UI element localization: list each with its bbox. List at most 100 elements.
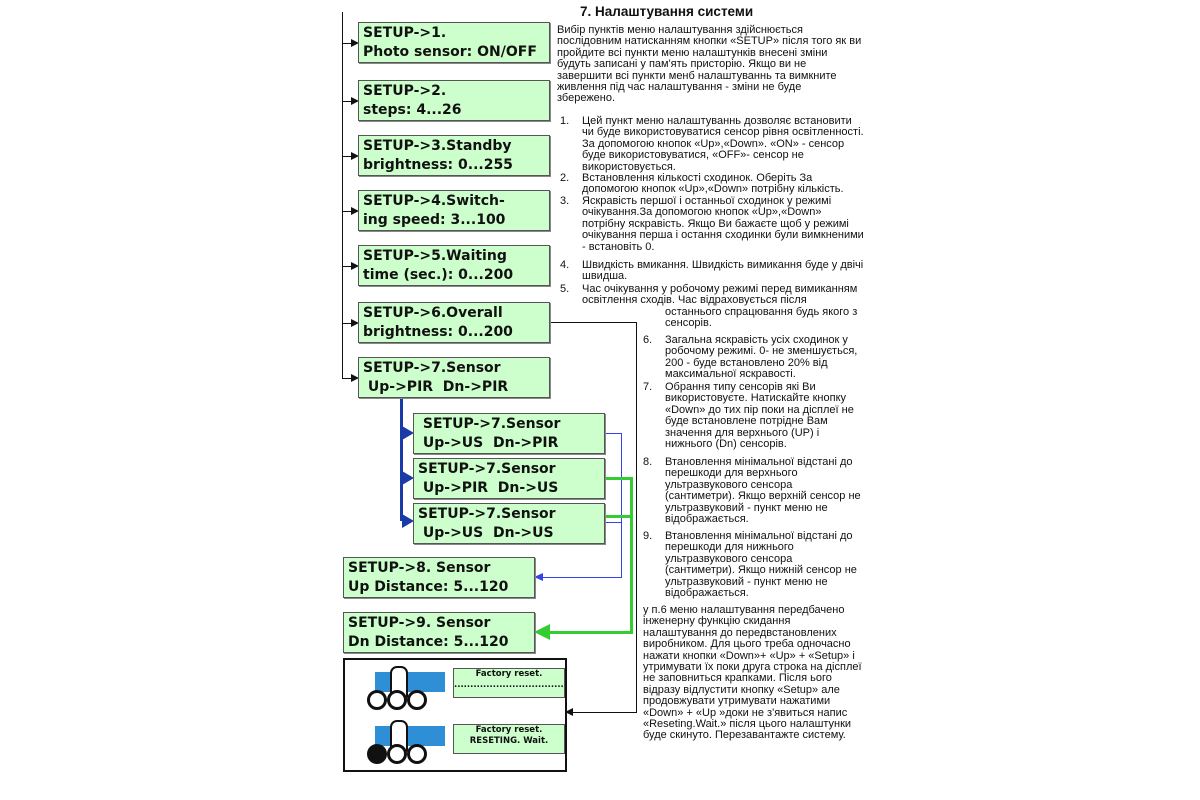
down-button-icon bbox=[407, 744, 427, 764]
arrow-icon bbox=[351, 152, 359, 160]
arrow-icon bbox=[351, 207, 359, 215]
lcd-line-1: SETUP->8. Sensor bbox=[348, 560, 491, 576]
lcd-line-1: SETUP->5.Waiting bbox=[363, 248, 507, 264]
arrow-icon bbox=[402, 426, 414, 440]
reset-screen-line-1: Factory reset. bbox=[475, 669, 543, 679]
reset-screen-line-2: ........................................ bbox=[454, 680, 564, 690]
lcd-line-2: Up->US Dn->US bbox=[418, 525, 554, 541]
sensor-branch-line bbox=[400, 398, 403, 521]
lcd-setup-7-pir-pir: SETUP->7.Sensor Up->PIR Dn->PIR bbox=[358, 357, 550, 398]
up-distance-connector bbox=[541, 577, 622, 578]
lcd-setup-9: SETUP->9. Sensor Dn Distance: 5...120 bbox=[343, 612, 535, 653]
lcd-line-1: SETUP->2. bbox=[363, 83, 447, 99]
item-number: 7. bbox=[643, 381, 653, 393]
lcd-line-1: SETUP->9. Sensor bbox=[348, 615, 491, 631]
arrow-icon bbox=[351, 39, 359, 47]
connector bbox=[342, 101, 354, 102]
lcd-line-2: Up->PIR Dn->US bbox=[418, 480, 559, 496]
arrow-icon bbox=[402, 471, 414, 485]
down-button-icon bbox=[407, 690, 427, 710]
item-text: Яскравість першої і останньої сходинок у… bbox=[582, 195, 864, 253]
reset-screen-line-1: Factory reset. bbox=[475, 725, 543, 735]
lcd-setup-3: SETUP->3.Standby brightness: 0...255 bbox=[358, 135, 550, 176]
lcd-line-2: steps: 4...26 bbox=[363, 102, 462, 118]
item-text: Обрання типу сенсорів які Ви використову… bbox=[665, 381, 854, 451]
item-text: Швидкість вмикання. Швидкість вимикання … bbox=[582, 259, 864, 283]
arrow-icon bbox=[351, 97, 359, 105]
lcd-line-2: brightness: 0...200 bbox=[363, 324, 513, 340]
up-distance-connector bbox=[606, 433, 622, 434]
arrow-icon bbox=[351, 374, 359, 382]
lcd-setup-5: SETUP->5.Waiting time (sec.): 0...200 bbox=[358, 245, 550, 286]
dn-distance-connector bbox=[630, 477, 633, 634]
item-text: Втановлення мінімальної відстані до пере… bbox=[665, 456, 861, 526]
item-number: 5. bbox=[560, 283, 570, 295]
lcd-setup-7-pir-us: SETUP->7.Sensor Up->PIR Dn->US bbox=[413, 458, 605, 499]
arrow-icon bbox=[402, 514, 414, 528]
lcd-line-2: Up Distance: 5...120 bbox=[348, 579, 509, 595]
arrow-icon bbox=[534, 624, 550, 640]
arrow-icon bbox=[351, 262, 359, 270]
up-button-icon bbox=[387, 744, 407, 764]
lcd-line-1: SETUP->4.Switch- bbox=[363, 193, 505, 209]
reset-connector bbox=[572, 712, 636, 713]
item-text: Втановлення мінімальної відстані до пере… bbox=[665, 530, 857, 600]
connector bbox=[342, 211, 354, 212]
intro-paragraph: Вибір пунктів меню налаштування здійснює… bbox=[557, 24, 862, 105]
lcd-line-1: SETUP->7.Sensor bbox=[418, 506, 556, 522]
up-distance-connector bbox=[606, 522, 622, 523]
lcd-line-1: SETUP->7.Sensor bbox=[418, 461, 556, 477]
lcd-line-2: Photo sensor: ON/OFF bbox=[363, 44, 537, 60]
reset-screen-1: Factory reset...........................… bbox=[453, 668, 565, 698]
factory-reset-illustration: Factory reset...........................… bbox=[343, 658, 567, 772]
lcd-line-1: SETUP->3.Standby bbox=[363, 138, 512, 154]
reset-screen-line-2: RESETING. Wait. bbox=[469, 736, 549, 746]
lcd-line-1: SETUP->7.Sensor bbox=[363, 360, 501, 376]
lcd-line-1: SETUP->7.Sensor bbox=[418, 416, 561, 432]
setup-button-icon bbox=[367, 744, 387, 764]
list-item-5-continued: останнього спрацювання будь якого з сенс… bbox=[665, 306, 858, 330]
lcd-line-2: Dn Distance: 5...120 bbox=[348, 634, 509, 650]
lcd-line-2: ing speed: 3...100 bbox=[363, 212, 506, 228]
lcd-setup-2: SETUP->2. steps: 4...26 bbox=[358, 80, 550, 121]
arrow-icon bbox=[351, 319, 359, 327]
item-number: 6. bbox=[643, 334, 653, 346]
item-number: 8. bbox=[643, 456, 653, 468]
reset-connector bbox=[636, 322, 637, 713]
dn-distance-connector bbox=[548, 631, 633, 634]
lcd-line-2: brightness: 0...255 bbox=[363, 157, 513, 173]
lcd-setup-1: SETUP->1. Photo sensor: ON/OFF bbox=[358, 22, 550, 63]
item-text: Час очікування у робочому режимі перед в… bbox=[582, 283, 858, 307]
lcd-line-2: time (sec.): 0...200 bbox=[363, 267, 514, 283]
lcd-setup-7-us-us: SETUP->7.Sensor Up->US Dn->US bbox=[413, 503, 605, 544]
lcd-line-1: SETUP->1. bbox=[363, 25, 447, 41]
lcd-setup-8: SETUP->8. Sensor Up Distance: 5...120 bbox=[343, 557, 535, 598]
connector bbox=[342, 323, 354, 324]
item-text: Загальна яскравість усіх сходинок у робо… bbox=[665, 334, 858, 381]
item-number: 9. bbox=[643, 530, 653, 542]
control-panel-image bbox=[375, 672, 445, 692]
control-panel-image bbox=[375, 726, 445, 746]
item-number: 2. bbox=[560, 172, 570, 184]
dn-distance-connector bbox=[606, 477, 633, 480]
arrow-icon bbox=[565, 708, 573, 716]
connector bbox=[342, 156, 354, 157]
dn-distance-connector bbox=[606, 515, 633, 518]
setup-button-icon bbox=[367, 690, 387, 710]
up-button-icon bbox=[387, 690, 407, 710]
lcd-line-2: Up->US Dn->PIR bbox=[418, 435, 559, 451]
connector bbox=[342, 43, 354, 44]
factory-reset-paragraph: у п.6 меню налаштування передбачено інже… bbox=[643, 604, 862, 742]
item-number: 1. bbox=[560, 115, 570, 127]
main-flow-line bbox=[342, 12, 343, 379]
reset-connector bbox=[548, 322, 636, 323]
reset-screen-2: Factory reset.RESETING. Wait. bbox=[453, 724, 565, 754]
connector bbox=[342, 266, 354, 267]
lcd-line-2: Up->PIR Dn->PIR bbox=[363, 379, 509, 395]
item-number: 4. bbox=[560, 259, 570, 271]
section-title: 7. Налаштування системи bbox=[580, 4, 754, 19]
lcd-setup-7-us-pir: SETUP->7.Sensor Up->US Dn->PIR bbox=[413, 413, 605, 454]
item-number: 3. bbox=[560, 195, 570, 207]
